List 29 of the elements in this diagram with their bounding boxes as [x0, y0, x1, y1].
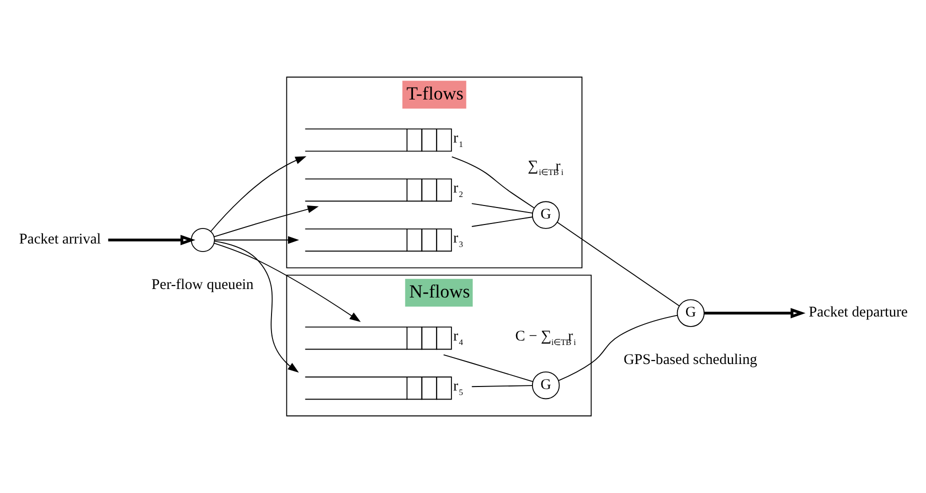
connector: [471, 203, 533, 214]
node-label: r$_{3}$: [453, 230, 464, 250]
node-label: Per-flow queuein: [152, 276, 254, 293]
node-label: r$_{1}$: [453, 130, 464, 150]
arrow: [210, 156, 306, 232]
arrow: [214, 236, 300, 244]
node-circle: [190, 228, 215, 252]
arrow: [704, 308, 806, 318]
arrow: [108, 234, 196, 246]
arrow: [214, 240, 299, 373]
node-text: Packet arrival: [19, 232, 101, 248]
node-circle: G: [532, 201, 560, 229]
connector: [443, 354, 534, 382]
node-label: C − ∑$_{i∈TB}$r$_{i}$: [515, 328, 576, 348]
connector: [558, 314, 678, 382]
connector: [556, 222, 680, 306]
connector: [471, 385, 533, 388]
node-label: r$_{2}$: [453, 180, 464, 200]
node-label: r$_{4}$: [453, 328, 464, 348]
node-circle: G: [532, 371, 560, 400]
connector: [471, 216, 533, 227]
arrow: [214, 242, 361, 322]
node-label: ∑$_{i∈TB}$r$_{i}$: [528, 158, 564, 177]
connector: [451, 156, 535, 208]
node-label: r$_{5}$: [453, 378, 464, 398]
node-text: Packet departure: [808, 304, 908, 321]
arrow: [214, 205, 319, 238]
node-circle: G: [676, 299, 705, 328]
node-label: GPS-based scheduling: [624, 352, 758, 368]
